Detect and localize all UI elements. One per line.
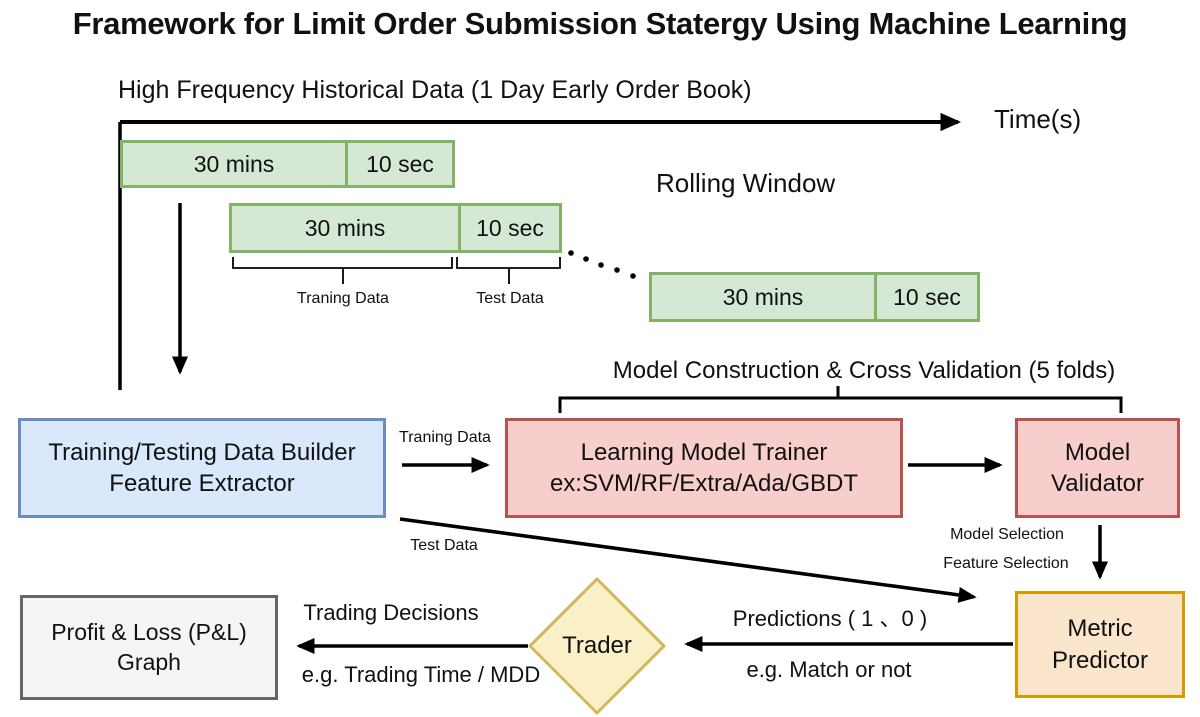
trading-decisions-label: Trading Decisions xyxy=(303,600,479,625)
model-validator-line2: Validator xyxy=(1051,470,1144,497)
predictions-label: Predictions ( 1 、0 ) xyxy=(732,606,928,631)
feature-selection-label: Feature Selection xyxy=(943,555,1069,572)
test-data-diagonal-arrow xyxy=(399,517,977,603)
data-builder-box: Training/Testing Data Builder Feature Ex… xyxy=(18,418,386,518)
metric-predictor-box: Metric Predictor xyxy=(1015,591,1185,698)
window-row-3: 30 mins 10 sec xyxy=(649,272,980,322)
model-trainer-line2: ex:SVM/RF/Extra/Ada/GBDT xyxy=(549,470,859,497)
rolling-window-label: Rolling Window xyxy=(656,168,836,198)
traning-data-edge-label: Traning Data xyxy=(399,429,491,446)
cross-validation-label: Model Construction & Cross Validation (5… xyxy=(612,357,1116,384)
pnl-line2: Graph xyxy=(117,648,181,675)
test-data-edge-label: Test Data xyxy=(410,537,478,554)
model-trainer-line1: Learning Model Trainer xyxy=(580,438,828,466)
pnl-graph-box: Profit & Loss (P&L) Graph xyxy=(20,595,278,700)
trading-example-label: e.g. Trading Time / MDD xyxy=(301,662,541,687)
window-train-cell: 30 mins xyxy=(722,283,804,310)
window-test-cell: 10 sec xyxy=(458,206,559,250)
ellipsis-dots xyxy=(568,250,636,279)
window-train-cell: 30 mins xyxy=(304,214,386,241)
trader-label: Trader xyxy=(562,632,632,659)
cross-validation-bracket xyxy=(558,386,1123,413)
predictions-example-label: e.g. Match or not xyxy=(746,657,912,682)
window-test-cell: 10 sec xyxy=(345,143,452,185)
window-train-cell: 30 mins xyxy=(193,150,275,177)
training-data-brace xyxy=(232,257,453,284)
historical-data-heading: High Frequency Historical Data (1 Day Ea… xyxy=(118,76,752,104)
time-axis-label: Time(s) xyxy=(994,104,1082,134)
data-builder-line2: Feature Extractor xyxy=(109,470,295,497)
window-row-1: 30 mins 10 sec xyxy=(120,140,455,188)
metric-predictor-line2: Predictor xyxy=(1051,646,1149,674)
training-brace-label: Traning Data xyxy=(297,290,389,307)
diagram-title: Framework for Limit Order Submission Sta… xyxy=(72,6,1128,41)
model-validator-line1: Model xyxy=(1064,438,1131,466)
model-selection-label: Model Selection xyxy=(950,526,1064,543)
test-data-brace xyxy=(456,257,561,284)
window-test-cell: 10 sec xyxy=(874,275,977,319)
window-row-2: 30 mins 10 sec xyxy=(229,203,562,253)
data-builder-line1: Training/Testing Data Builder xyxy=(48,438,356,466)
test-brace-label: Test Data xyxy=(476,290,544,307)
pnl-line1: Profit & Loss (P&L) xyxy=(51,618,247,645)
model-validator-box: Model Validator xyxy=(1015,418,1180,518)
model-trainer-box: Learning Model Trainer ex:SVM/RF/Extra/A… xyxy=(505,418,903,518)
metric-predictor-line1: Metric xyxy=(1067,615,1133,643)
